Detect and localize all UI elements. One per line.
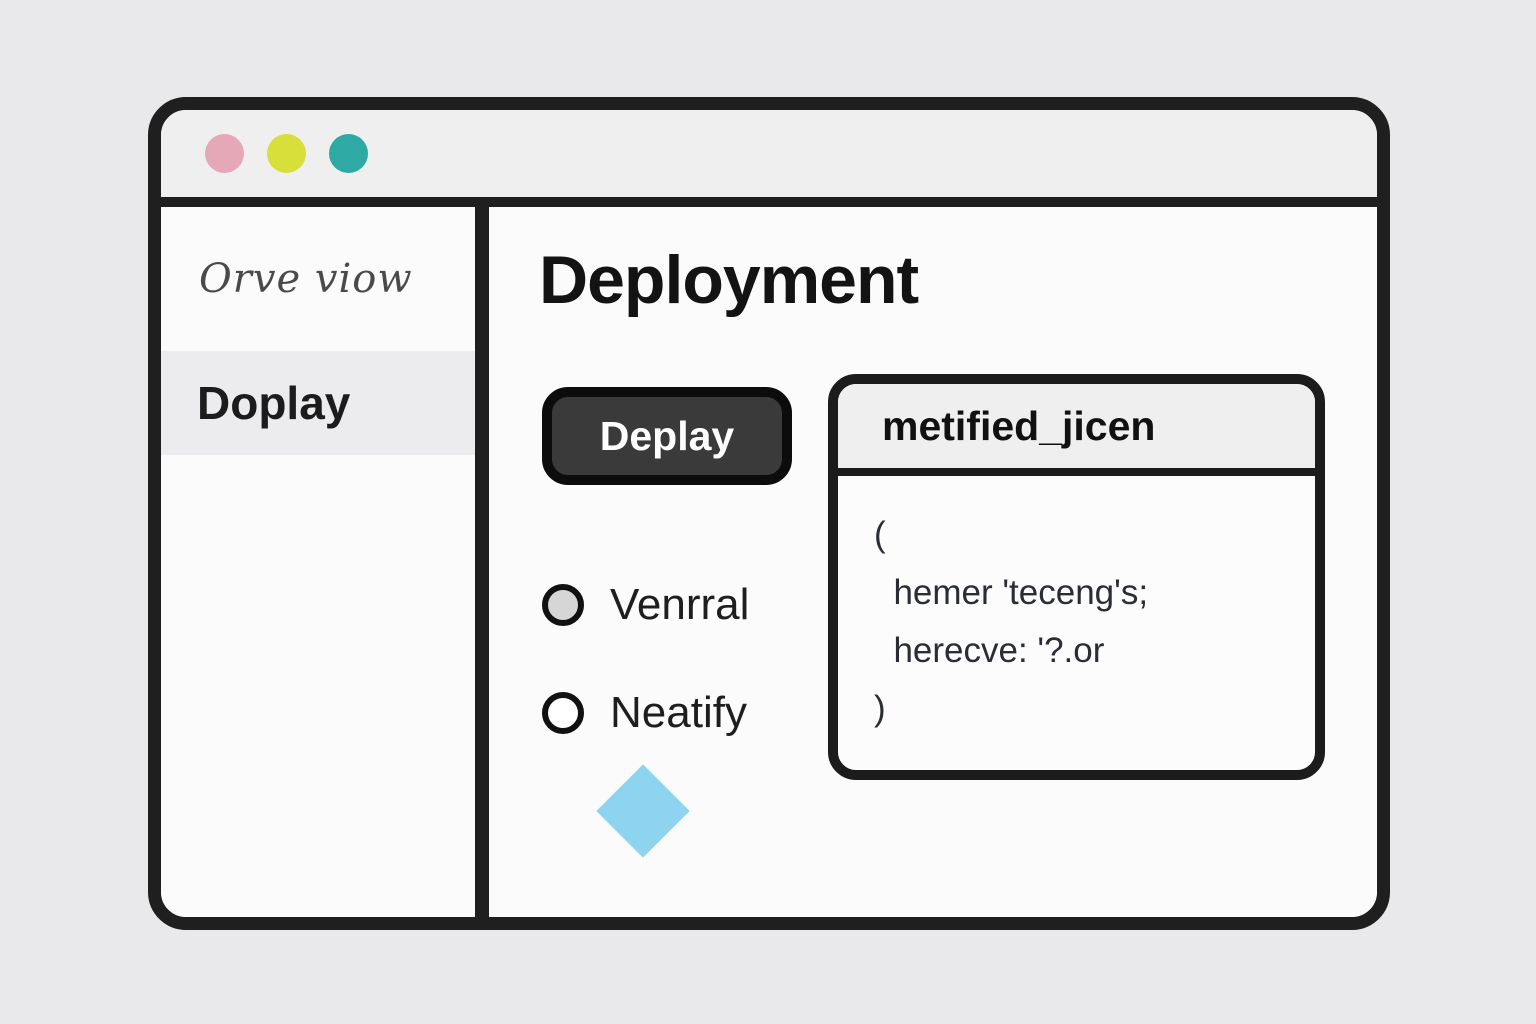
sidebar-item-deploy[interactable]: Doplay (161, 351, 475, 455)
radio-selected-icon[interactable] (542, 584, 584, 626)
sidebar-item-label: Doplay (197, 377, 351, 429)
sidebar: Orve viow Doplay (161, 207, 489, 917)
code-panel-title: metified_jicen (882, 402, 1156, 449)
code-block: ( hemer 'teceng's; herecve: '?.or ) (838, 476, 1315, 770)
deploy-button[interactable]: Deplay (542, 387, 792, 485)
radio-unselected-icon[interactable] (542, 692, 584, 734)
window-content: Orve viow Doplay Deployment Deplay metif… (161, 207, 1377, 917)
code-panel: metified_jicen ( hemer 'teceng's; herecv… (828, 374, 1325, 780)
code-line: ) (874, 689, 886, 728)
page-title: Deployment (539, 242, 919, 318)
code-panel-header: metified_jicen (838, 384, 1315, 476)
minimize-window-icon[interactable] (267, 134, 306, 173)
code-line: hemer 'teceng's; (874, 573, 1149, 612)
code-line: ( (874, 515, 886, 554)
code-line: herecve: '?.or (874, 631, 1105, 670)
sidebar-item-overview[interactable]: Orve viow (161, 207, 475, 351)
main-pane: Deployment Deplay metified_jicen ( hemer… (489, 207, 1377, 917)
radio-option-venrral[interactable]: Venrral (542, 580, 749, 630)
radio-option-neatify[interactable]: Neatify (542, 688, 747, 738)
close-window-icon[interactable] (205, 134, 244, 173)
browser-window: Orve viow Doplay Deployment Deplay metif… (148, 97, 1390, 930)
window-titlebar (161, 110, 1377, 207)
diamond-icon (596, 764, 690, 858)
radio-label: Neatify (610, 688, 747, 737)
radio-label: Venrral (610, 580, 750, 629)
sidebar-item-label: Orve viow (199, 256, 413, 302)
zoom-window-icon[interactable] (329, 134, 368, 173)
